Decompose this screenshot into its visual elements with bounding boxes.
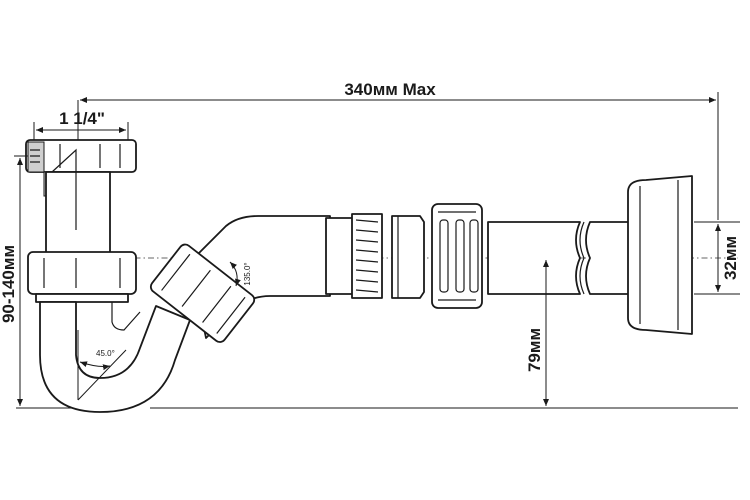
top-inlet-assembly [25, 139, 137, 257]
angled-nut [149, 243, 256, 343]
wall-rosette [627, 175, 693, 335]
pipe-end [325, 217, 357, 295]
outlet-pipe-end [585, 221, 631, 295]
outlet-height-label: 79мм [525, 328, 544, 372]
trap-angle-label: 45.0° [96, 349, 115, 358]
angle-ref-diagonal [77, 349, 127, 401]
gasket-ring [391, 215, 425, 299]
u-bend-trap [39, 301, 191, 413]
angle-arc-elbow [229, 261, 241, 287]
height-range-label: 90-140мм [0, 245, 18, 323]
angle-arc-trap [79, 361, 111, 371]
pipe-diameter-label: 32мм [721, 236, 740, 280]
threaded-section [351, 213, 383, 299]
total-length-label: 340мм Max [344, 80, 436, 99]
riser-tube [45, 171, 111, 257]
pipe-break-line [579, 221, 585, 295]
elbow-angle-label: 135.0° [243, 262, 252, 285]
middle-nut-ring [35, 293, 129, 303]
outlet-pipe [487, 221, 581, 295]
thread-size-label: 1 1/4" [59, 109, 105, 128]
